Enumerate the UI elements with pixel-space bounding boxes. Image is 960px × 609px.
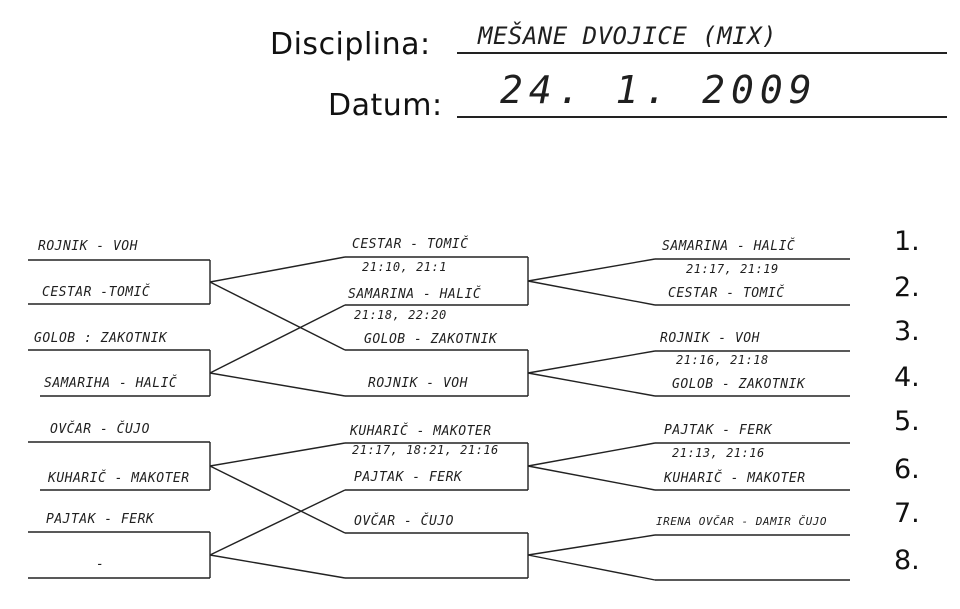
date-value: 24. 1. 2009 (500, 68, 818, 112)
round2-entry-6: PAJTAK - FERK (354, 470, 463, 485)
round3-entry-3: ROJNIK - VOH (660, 331, 760, 346)
place-3: 3. (894, 316, 920, 347)
round3-entry-7: IRENA OVČAR - DAMIR ČUJO (656, 515, 827, 528)
place-1: 1. (894, 226, 920, 257)
round3-entry-4: GOLOB - ZAKOTNIK (672, 377, 806, 392)
discipline-value: MEŠANE DVOJICE (MIX) (478, 22, 777, 50)
round1-entry-3: GOLOB : ZAKOTNIK (34, 331, 168, 346)
discipline-underline (457, 52, 947, 54)
round1-entry-8: - (96, 557, 105, 572)
round3-entry-1: SAMARINA - HALIČ (662, 239, 796, 254)
round2-entry-2: SAMARINA - HALIČ (348, 287, 482, 302)
round2-entry-1: CESTAR - TOMIČ (352, 237, 469, 252)
round1-entry-7: PAJTAK - FERK (46, 512, 155, 527)
place-8: 8. (894, 545, 920, 576)
round3-score-1: 21:17, 21:19 (686, 262, 779, 276)
discipline-label: Disciplina: (270, 27, 431, 62)
date-underline (457, 116, 947, 118)
place-2: 2. (894, 272, 920, 303)
place-6: 6. (894, 454, 920, 485)
round3-score-5: 21:13, 21:16 (672, 446, 765, 460)
round1-entry-4: SAMARIHA - HALIČ (44, 376, 178, 391)
round3-entry-2: CESTAR - TOMIČ (668, 286, 785, 301)
round1-entry-1: ROJNIK - VOH (38, 239, 138, 254)
place-5: 5. (894, 406, 920, 437)
round2-score-5: 21:17, 18:21, 21:16 (352, 443, 499, 457)
round2-entry-4: ROJNIK - VOH (368, 376, 468, 391)
date-label: Datum: (328, 88, 443, 123)
round3-entry-6: KUHARIČ - MAKOTER (664, 471, 806, 486)
round3-score-3: 21:16, 21:18 (676, 353, 769, 367)
round1-entry-5: OVČAR - ČUJO (50, 422, 150, 437)
round1-entry-2: CESTAR -TOMIČ (42, 285, 151, 300)
round2-entry-7: OVČAR - ČUJO (354, 514, 454, 529)
round2-score-2: 21:18, 22:20 (354, 308, 447, 322)
round2-entry-3: GOLOB - ZAKOTNIK (364, 332, 498, 347)
round1-entry-6: KUHARIČ - MAKOTER (48, 471, 190, 486)
round2-score-1: 21:10, 21:1 (362, 260, 447, 274)
place-7: 7. (894, 498, 920, 529)
round2-entry-5: KUHARIČ - MAKOTER (350, 424, 492, 439)
round3-entry-5: PAJTAK - FERK (664, 423, 773, 438)
place-4: 4. (894, 362, 920, 393)
